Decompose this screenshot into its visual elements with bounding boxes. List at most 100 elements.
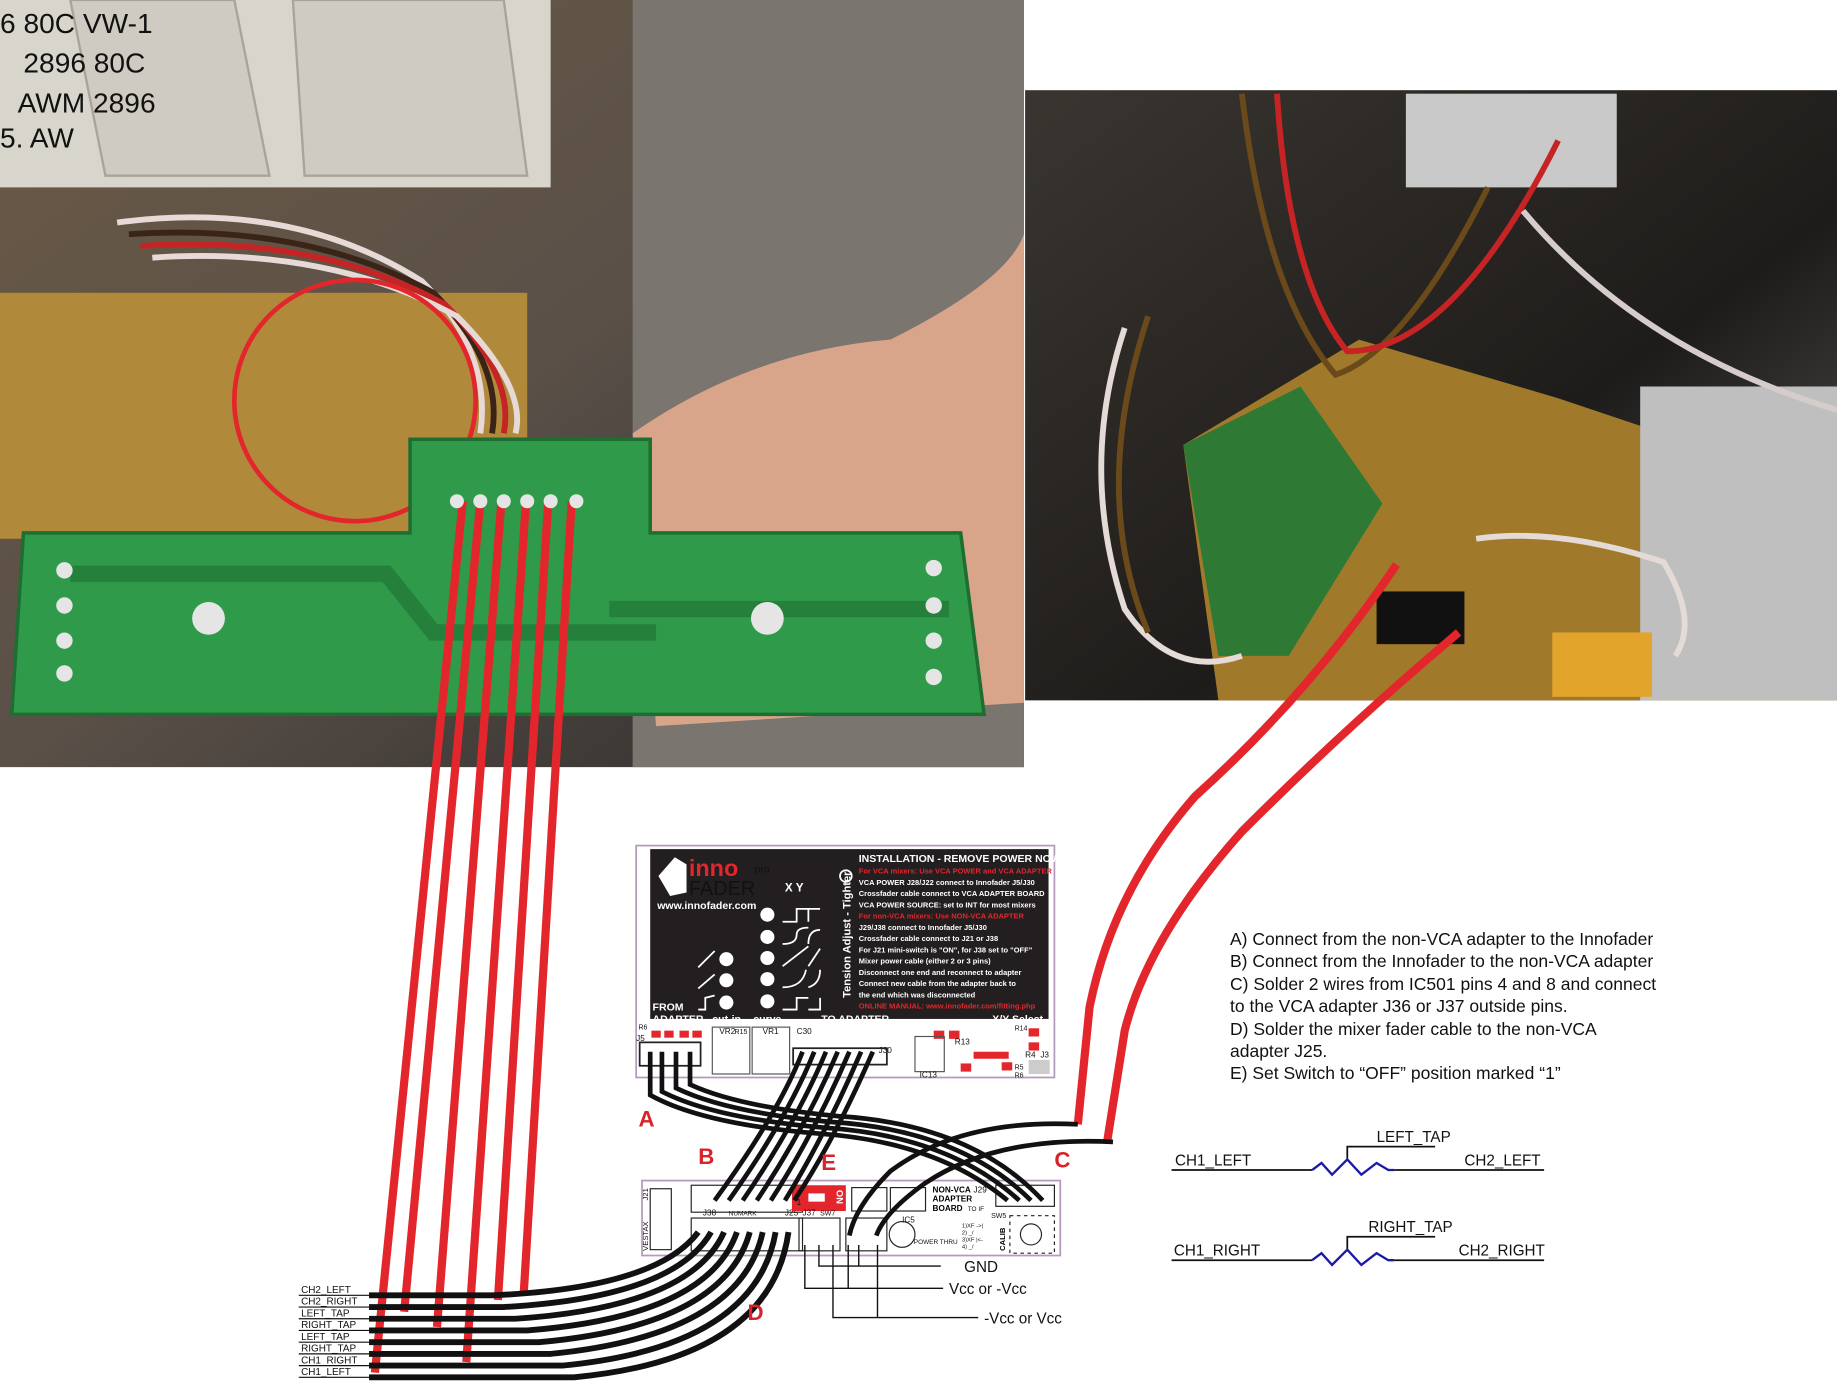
silk-r6-right: R6 [1015,1072,1024,1079]
installation-line: VCA POWER J28/J22 connect to Innofader J… [859,878,1035,887]
j37-label: J37 [803,1209,817,1218]
cable-label: CH1_RIGHT [301,1355,357,1366]
installation-line: Connect new cable from the adapter back … [859,979,1017,988]
cable-label: LEFT_TAP [301,1308,350,1319]
step-b: B) Connect from the Innofader to the non… [1230,951,1654,972]
gnd-label: GND [964,1259,998,1276]
installation-line: VCA POWER SOURCE: set to INT for most mi… [859,900,1036,909]
cable-b [712,1050,875,1202]
schematic-ch1-right: CH1_RIGHT [1174,1243,1260,1260]
cut-in-label: cut-in [712,1013,741,1025]
installation-line: For VCA mixers: Use VCA POWER and VCA AD… [859,867,1053,876]
cable-print: AWM 2896 [18,87,156,118]
callout-a: A [638,1107,654,1132]
ic5 [888,1220,916,1248]
from-adapter-label: FROM [653,1002,684,1014]
to-adapter-label: TO ADAPTER [821,1013,889,1025]
j25-label: J25 [785,1209,799,1218]
sw7-label: SW7 [820,1211,835,1218]
board-title: BOARD [933,1204,963,1213]
curve-knob-icons [719,907,775,1010]
connector-j21 [649,1188,672,1251]
silk-r5: R5 [1015,1064,1024,1071]
cable-c [847,1121,1114,1237]
calib-button[interactable] [1019,1223,1043,1246]
schematic-ch2-left: CH2_LEFT [1464,1152,1540,1169]
resistor-right-icon [1311,1247,1395,1267]
from-adapter-label: ADAPTER [653,1013,704,1025]
red-wires-fader [370,500,576,1374]
silk-r4: R4 [1025,1051,1036,1060]
red-wires-ic501 [1073,562,1462,1143]
cable-label: LEFT_TAP [301,1332,350,1343]
neg-vcc-label: -Vcc or Vcc [984,1310,1062,1327]
silk-j5: J5 [636,1034,645,1043]
innofader-board: inno FADER pro www.innofader.com X Y Ten… [635,844,1064,1079]
non-vca-adapter-board: VESTAX J21 J38 NUMARK J25 ON 1 J37 SW7 I… [641,1179,1062,1257]
silk-vr2: VR2 [719,1027,735,1036]
callout-d: D [747,1300,763,1325]
cable-label: RIGHT_TAP [301,1344,356,1355]
numark-label: NUMARK [729,1211,758,1218]
switch-position-1-label: 1 [797,1198,802,1207]
step-d: D) Solder the mixer fader cable to the n… [1230,1018,1597,1062]
calib-label: CALIB [998,1227,1007,1251]
mode-label: 3)XF |<- [962,1237,983,1243]
crossfader-schematic: CH1_LEFT LEFT_TAP CH2_LEFT CH1_RIGHT RIG… [1171,1129,1545,1267]
connector-j30 [792,1047,888,1066]
installation-instructions: For VCA mixers: Use VCA POWER and VCA AD… [859,867,1053,1011]
curve-shape-icons [697,907,821,1011]
step-c: C) Solder 2 wires from IC501 pins 4 and … [1230,973,1657,1017]
power-thru-label: POWER THRU [914,1239,958,1246]
power-leads [804,1244,979,1319]
photo-mixer-ic501 [1025,90,1837,701]
pcb-pins [449,494,584,509]
installation-line: Crossfader cable connect to J21 or J38 [859,934,998,943]
logo-fader: FADER [689,878,755,900]
silk-c30: C30 [797,1027,812,1036]
installation-line: For J21 mini-switch is "ON", for J38 set… [859,945,1033,954]
switch-on-label: ON [834,1190,844,1204]
callout-b: B [698,1144,714,1169]
cable-label: RIGHT_TAP [301,1320,356,1331]
xy-jumper-label: X Y [785,881,804,894]
schematic-ch1-left: CH1_LEFT [1175,1152,1251,1169]
cable-print: 2896 80C [23,48,145,79]
silk-r15: R15 [735,1029,748,1036]
silk-j3: J3 [1040,1051,1049,1060]
innofader-logo-icon [658,857,687,896]
callout-c: C [1054,1148,1070,1173]
schematic-ch2-right: CH2_RIGHT [1459,1243,1545,1260]
connector-j36 [845,1217,888,1252]
logo-inno: inno [689,855,738,881]
smd-components [651,1028,1040,1072]
step-a: A) Connect from the non-VCA adapter to t… [1230,929,1654,949]
cable-label: CH2_RIGHT [301,1297,357,1308]
tension-adjust-label: Tension Adjust - Tighter [842,871,854,998]
cable-print: 5. AW [0,123,74,154]
innofader-url: www.innofader.com [656,900,756,912]
cable-label: CH2_LEFT [301,1285,351,1296]
installation-line: Crossfader cable connect to VCA ADAPTER … [859,889,1045,898]
j21-label: J21 [641,1188,650,1200]
cable-label: CH1_LEFT [301,1367,351,1378]
installation-line: the end which was disconnected [859,990,976,999]
vestax-label: VESTAX [641,1221,650,1250]
mode-label: 2) _/ [962,1230,974,1236]
silk-ic13: IC13 [920,1070,938,1079]
mode-label: 4) _/ [962,1244,974,1250]
silk-r14: R14 [1015,1026,1028,1033]
installation-line: For non-VCA mixers: Use NON-VCA ADAPTER [859,912,1025,921]
board-title: ADAPTER [933,1195,973,1204]
installation-line: Mixer power cable (either 2 or 3 pins) [859,957,991,966]
callout-e: E [821,1150,836,1175]
step-e: E) Set Switch to “OFF” position marked “… [1230,1063,1561,1084]
cable-print: 6 80C VW-1 [0,8,153,39]
cable-d [369,1230,792,1381]
resistor-left-icon [1311,1157,1395,1177]
xy-select-label: X/Y Select [992,1013,1043,1025]
ic5-label: IC5 [902,1216,915,1225]
sw5-label: SW5 [991,1213,1006,1220]
silk-r6: R6 [638,1024,647,1031]
j38-label: J38 [703,1209,717,1218]
